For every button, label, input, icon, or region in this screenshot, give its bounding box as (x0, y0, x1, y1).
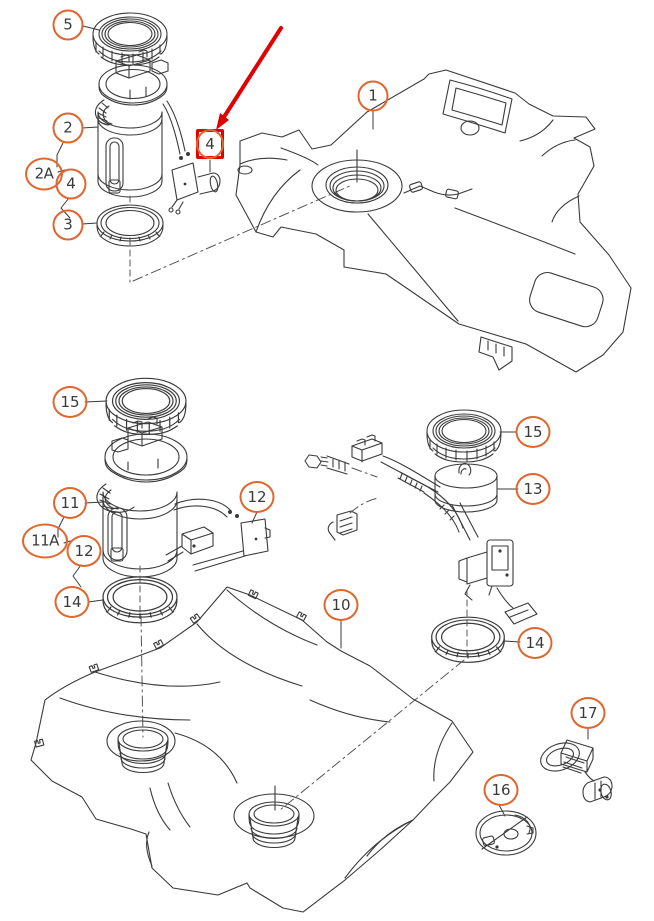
callout-11a[interactable]: 11A (22, 523, 68, 559)
callout-5[interactable]: 5 (52, 9, 84, 41)
callout-10[interactable]: 10 (323, 589, 359, 621)
callout-11[interactable]: 11 (53, 487, 87, 519)
callout-1[interactable]: 1 (357, 80, 389, 112)
callout-2[interactable]: 2 (52, 112, 84, 144)
callout-14-left[interactable]: 14 (54, 586, 90, 618)
callout-3[interactable]: 3 (52, 209, 84, 241)
callout-17[interactable]: 17 (570, 697, 606, 729)
highlight-arrow (216, 26, 283, 130)
fuel-tank-upper (235, 69, 632, 373)
connector-part-17 (540, 739, 613, 803)
callout-14-right[interactable]: 14 (517, 627, 553, 659)
callout-4-highlighted[interactable]: 4 (196, 129, 224, 159)
callout-4-left[interactable]: 4 (55, 168, 87, 200)
sender-assembly-right (304, 409, 538, 663)
callout-15-left[interactable]: 15 (52, 386, 88, 418)
pump-assembly-mid (96, 377, 271, 624)
callout-15-right[interactable]: 15 (515, 416, 551, 448)
callout-12-left[interactable]: 12 (66, 535, 102, 567)
cover-part-16 (475, 810, 537, 856)
pump-assembly-top (92, 12, 221, 247)
callout-12-right[interactable]: 12 (239, 481, 275, 513)
highlight-box: 4 (196, 129, 224, 159)
callout-13[interactable]: 13 (515, 473, 551, 505)
callout-16[interactable]: 16 (483, 774, 519, 806)
fuel-tank-lower (30, 586, 474, 913)
